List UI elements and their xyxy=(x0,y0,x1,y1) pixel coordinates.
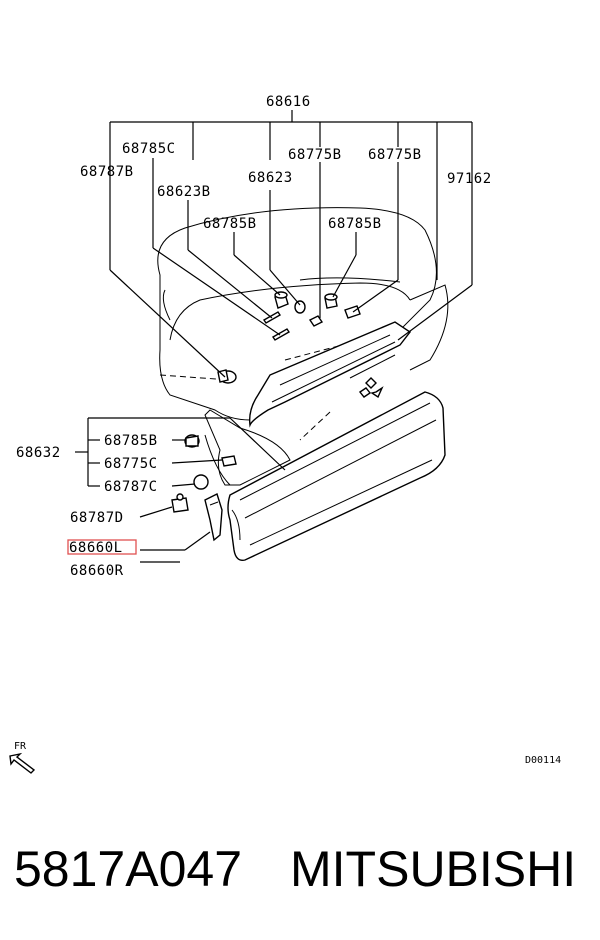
lower-clips xyxy=(171,434,237,513)
label-68785b-left: 68785B xyxy=(203,216,257,232)
label-68785b-right: 68785B xyxy=(328,216,382,232)
front-direction-indicator: FR xyxy=(9,741,36,774)
label-68623: 68623 xyxy=(248,170,293,186)
label-97162: 97162 xyxy=(447,171,492,187)
label-68775c: 68775C xyxy=(104,456,158,472)
highlight-box xyxy=(67,539,137,555)
label-68775b-right: 68775B xyxy=(368,147,422,163)
label-68785b-lower: 68785B xyxy=(104,433,158,449)
label-68785c: 68785C xyxy=(122,141,176,157)
side-seal xyxy=(204,493,223,542)
label-68623b: 68623B xyxy=(157,184,211,200)
part-number: 5817A047 xyxy=(14,841,243,897)
callout-labels: 68616 68785C 68787B 68623B 68623 68775B … xyxy=(16,94,492,579)
direction-label: FR xyxy=(14,741,27,752)
label-68775b-left: 68775B xyxy=(288,147,342,163)
footer: 5817A047 MITSUBISHI xyxy=(14,834,594,904)
label-68787d: 68787D xyxy=(70,510,124,526)
label-68632: 68632 xyxy=(16,445,61,461)
lower-garnish xyxy=(227,391,446,561)
label-68660r: 68660R xyxy=(70,563,124,579)
upper-garnish xyxy=(248,321,412,428)
label-68660l-highlighted: 68660L xyxy=(69,540,123,556)
brand-name: MITSUBISHI xyxy=(290,841,577,897)
leader-lines xyxy=(75,110,473,563)
label-68787b: 68787B xyxy=(80,164,134,180)
diagram-code: D00114 xyxy=(525,755,561,766)
tailgate-outline xyxy=(157,207,449,486)
label-68616: 68616 xyxy=(266,94,311,110)
label-68787c: 68787C xyxy=(104,479,158,495)
arrow-icon xyxy=(9,752,36,774)
